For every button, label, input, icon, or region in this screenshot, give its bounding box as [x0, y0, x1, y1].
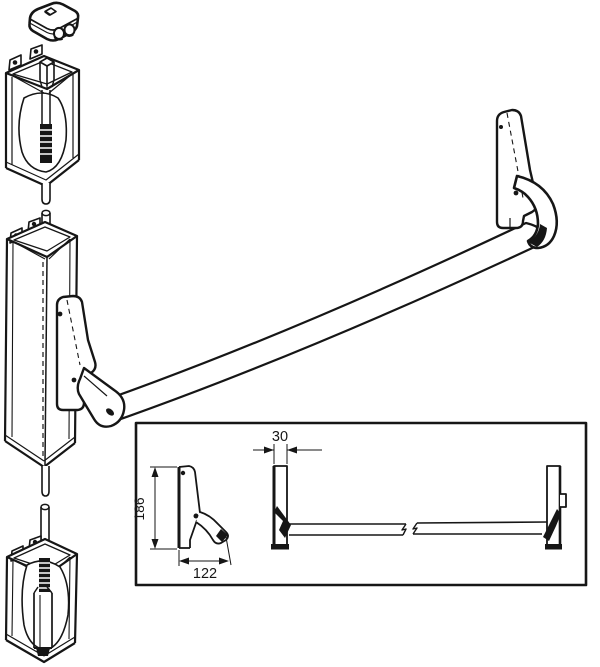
- latch-lever: [76, 366, 126, 428]
- rod-top-peg: [39, 57, 55, 88]
- dim-122: 122: [178, 536, 232, 582]
- near-stile: [271, 465, 291, 550]
- screw: [57, 311, 63, 317]
- crank-edge-on: [543, 509, 561, 541]
- inset-border: [134, 421, 588, 587]
- lower-guide-channel: [4, 503, 79, 664]
- inset-front-view: 30: [253, 429, 567, 550]
- pivot-screw: [71, 377, 77, 383]
- upper-guide-channel: [4, 44, 81, 205]
- end-crank-lever: [512, 174, 559, 250]
- crank-edge-on: [274, 506, 291, 538]
- vertical-rod-channel: [3, 209, 79, 497]
- detail-inset: 186 122 30: [131, 421, 588, 587]
- dim-186: 186: [131, 466, 177, 550]
- rod-lower-tip: [41, 466, 50, 497]
- lever-hole: [105, 408, 115, 416]
- latch-case: [55, 294, 126, 428]
- screw: [499, 125, 503, 129]
- push-bar: [113, 221, 545, 422]
- far-stile: [543, 465, 567, 550]
- inset-side-view: 186 122: [131, 465, 232, 582]
- dim-label-30: 30: [272, 429, 288, 445]
- bar-front: [289, 521, 548, 536]
- dim-label-186: 186: [131, 497, 147, 521]
- rod-lower-tip: [41, 183, 51, 205]
- latch-tab: [560, 493, 567, 508]
- spring: [40, 124, 52, 163]
- pivot-screw: [513, 190, 519, 196]
- end-cap: [28, 1, 80, 42]
- dim-label-122: 122: [193, 566, 217, 582]
- dim-30: 30: [253, 429, 322, 464]
- end-case: [495, 108, 559, 250]
